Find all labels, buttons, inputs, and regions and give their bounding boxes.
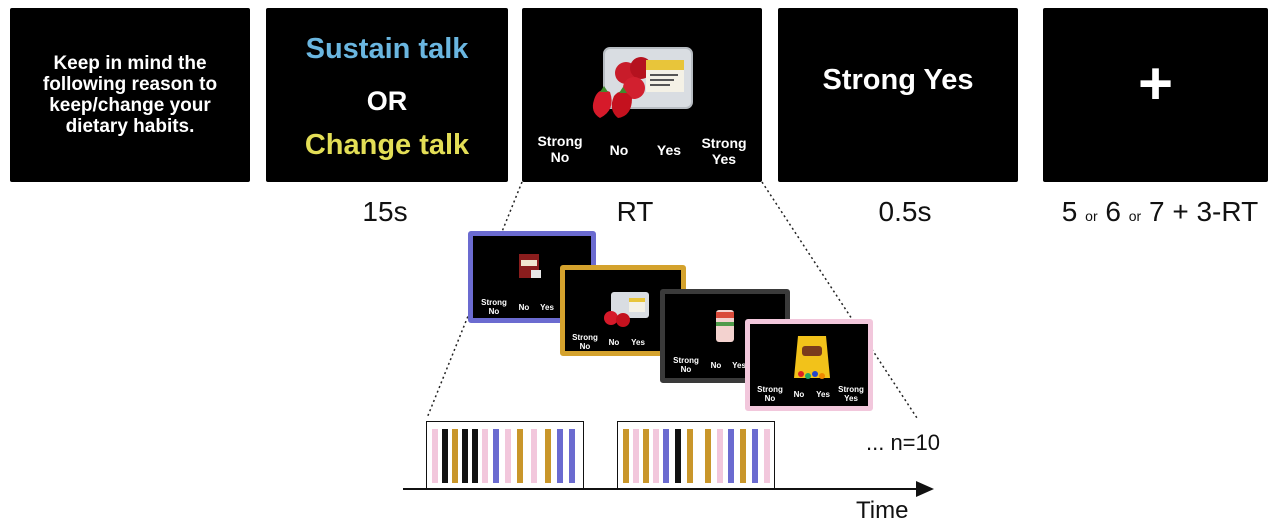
timing-iti: 5 or 6 or 7 + 3-RT xyxy=(1050,196,1270,228)
timing-rating: RT xyxy=(616,196,654,227)
iti-or-1: or xyxy=(1085,208,1098,224)
sequence-block-1 xyxy=(426,421,584,490)
iti-rt: + 3-RT xyxy=(1172,196,1259,227)
iti-7: 7 xyxy=(1148,196,1165,227)
seq-bar xyxy=(517,429,523,483)
seq-bar xyxy=(493,429,499,483)
iti-5: 5 xyxy=(1061,196,1078,227)
seq-bar xyxy=(557,429,563,483)
seq-bar xyxy=(569,429,575,483)
seq-bar xyxy=(531,429,537,483)
seq-bar xyxy=(462,429,468,483)
trial-4-strong-no: Strong No xyxy=(757,385,783,403)
seq-bar xyxy=(472,429,478,483)
seq-bar xyxy=(623,429,629,483)
trial-1-no: No xyxy=(518,303,530,312)
seq-bar xyxy=(764,429,770,483)
trial-3-yes: Yes xyxy=(732,361,746,370)
seq-bar xyxy=(687,429,693,483)
seq-bar xyxy=(740,429,746,483)
feedback-text: Strong Yes xyxy=(822,63,974,96)
iti-6: 6 xyxy=(1105,196,1121,227)
trial-1-strong-no: Strong No xyxy=(481,298,507,316)
trial-card-4: Strong No No Yes Strong Yes xyxy=(745,319,873,411)
response-yes: Yes xyxy=(656,142,682,158)
seq-bar xyxy=(442,429,448,483)
trial-2-yes: Yes xyxy=(631,338,645,347)
talk-panel: Sustain talk OR Change talk xyxy=(266,8,508,182)
trial-4-no: No xyxy=(793,390,805,399)
fixation-panel: + xyxy=(1043,8,1268,182)
timing-feedback: 0.5s xyxy=(878,196,932,227)
response-strong-yes: Strong Yes xyxy=(701,135,747,167)
seq-bar xyxy=(633,429,639,483)
candy-bag-image xyxy=(794,336,830,379)
seq-bar xyxy=(717,429,723,483)
rating-panel: Strong No No Yes Strong Yes xyxy=(522,8,762,182)
trial-3-no: No xyxy=(710,361,722,370)
seq-bar xyxy=(482,429,488,483)
iti-or-2: or xyxy=(1128,208,1142,224)
seq-bar xyxy=(505,429,511,483)
repeat-note: ... n=10 xyxy=(866,430,941,455)
response-strong-no: Strong No xyxy=(537,133,583,165)
seq-bar xyxy=(432,429,438,483)
strawberry-image xyxy=(592,47,693,118)
trial-3-strong-no: Strong No xyxy=(673,356,699,374)
sequence-block-2 xyxy=(617,421,775,490)
trial-1-yes: Yes xyxy=(540,303,554,312)
instruction-text: Keep in mind the following reason to kee… xyxy=(42,53,218,137)
trial-4-strong-yes: Strong Yes xyxy=(838,385,864,403)
candy-box-image xyxy=(519,254,541,278)
seq-bar xyxy=(452,429,458,483)
feedback-panel: Strong Yes xyxy=(778,8,1018,182)
seq-bar xyxy=(545,429,551,483)
or-label: OR xyxy=(366,86,408,116)
seq-bar xyxy=(675,429,681,483)
strawberry-small-image xyxy=(604,292,649,327)
change-talk-label: Change talk xyxy=(304,129,470,161)
trial-4-yes: Yes xyxy=(816,390,830,399)
instruction-panel: Keep in mind the following reason to kee… xyxy=(10,8,250,182)
sustain-talk-label: Sustain talk xyxy=(305,33,469,65)
trial-2-strong-no: Strong No xyxy=(572,333,598,351)
seq-bar xyxy=(705,429,711,483)
seq-bar xyxy=(663,429,669,483)
seq-bar xyxy=(643,429,649,483)
fixation-cross: + xyxy=(1137,49,1174,117)
response-no: No xyxy=(609,142,629,158)
timing-talk: 15s xyxy=(362,196,408,227)
seq-bar xyxy=(728,429,734,483)
time-axis-label: Time xyxy=(856,497,909,524)
seq-bar xyxy=(752,429,758,483)
trial-2-no: No xyxy=(608,338,620,347)
seq-bar xyxy=(653,429,659,483)
drink-can-image xyxy=(716,310,734,342)
